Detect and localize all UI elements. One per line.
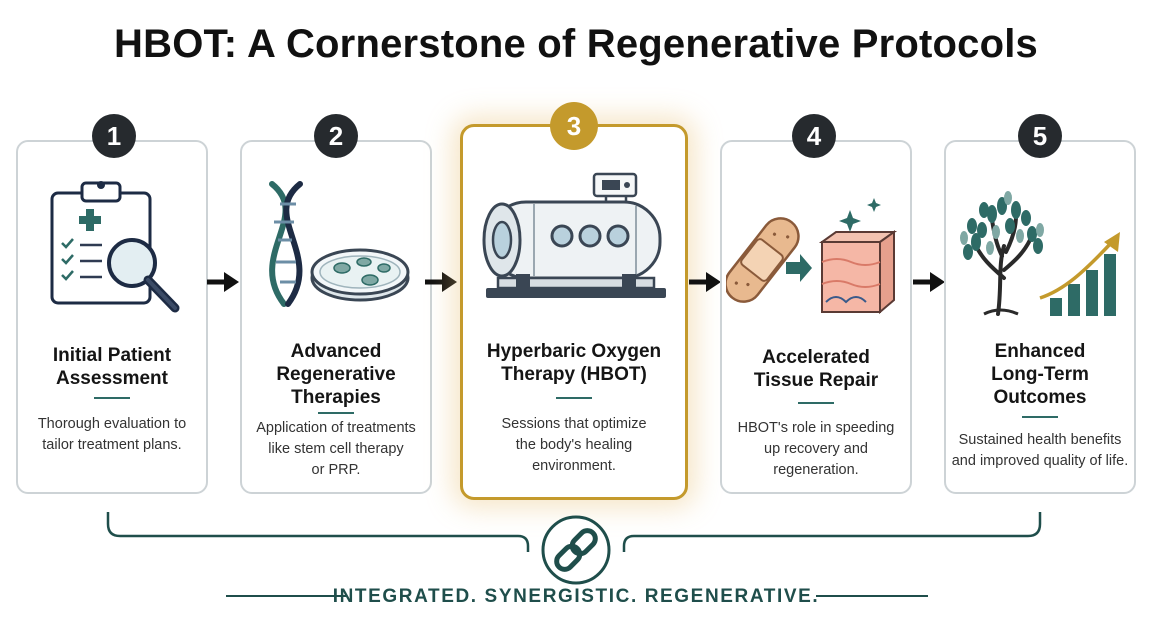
step-title-5: Enhanced Long-Term Outcomes: [946, 340, 1134, 409]
step-badge-5: 5: [1018, 114, 1062, 158]
tagline: INTEGRATED. SYNERGISTIC. REGENERATIVE.: [332, 586, 820, 607]
step-card-5: [944, 140, 1136, 494]
step-title-4: Accelerated Tissue Repair: [722, 346, 910, 392]
step-desc-2-line-3: or PRP.: [311, 462, 361, 478]
step-title-2-line-2: Regenerative: [276, 364, 396, 385]
step-divider-5: [1022, 416, 1058, 418]
step-desc-4-line-2: up recovery and: [764, 441, 868, 457]
step-divider-2: [318, 412, 354, 414]
hyperbaric-chamber-icon: [482, 172, 666, 298]
step-card-3: [460, 124, 688, 500]
step-title-3-line-2: Therapy (HBOT): [501, 364, 647, 385]
step-desc-1-line-1: Thorough evaluation to: [37, 416, 187, 432]
step-title-2-line-3: Therapies: [291, 387, 381, 408]
arrow-right-icon: [207, 272, 239, 292]
step-title-1-line-2: Assessment: [56, 368, 168, 389]
step-badge-3: 3: [550, 102, 598, 150]
arrow-right-icon: [689, 272, 721, 292]
step-desc-2-line-2: like stem cell therapy: [268, 441, 404, 457]
step-desc-5: Sustained health benefits and improved q…: [946, 430, 1134, 472]
tree-growth-chart-icon: [960, 191, 1120, 316]
step-title-1: Initial Patient Assessment: [18, 344, 206, 390]
step-title-3: Hyperbaric Oxygen Therapy (HBOT): [472, 340, 676, 386]
step-desc-5-line-1: Sustained health benefits: [958, 432, 1122, 448]
step-badge-4: 4: [792, 114, 836, 158]
step-title-5-line-3: Outcomes: [993, 387, 1087, 408]
step-desc-4-line-3: regeneration.: [773, 462, 859, 478]
step-desc-3-line-1: Sessions that optimize: [501, 416, 647, 432]
step-badge-1: 1: [92, 114, 136, 158]
step-title-4-line-1: Accelerated: [762, 347, 870, 368]
step-desc-4-line-1: HBOT's role in speeding: [737, 420, 895, 436]
step-title-1-line-1: Initial Patient: [52, 345, 172, 366]
page-title: HBOT: A Cornerstone of Regenerative Prot…: [114, 22, 1038, 66]
step-title-4-line-2: Tissue Repair: [753, 370, 879, 391]
step-desc-2: Application of treatments like stem cell…: [242, 418, 430, 481]
step-desc-3: Sessions that optimize the body's healin…: [472, 414, 676, 477]
step-divider-4: [798, 402, 834, 404]
step-desc-3-line-3: environment.: [532, 458, 616, 474]
step-desc-3-line-2: the body's healing: [515, 437, 633, 453]
step-desc-1-line-2: tailor treatment plans.: [42, 437, 182, 453]
step-divider-3: [556, 397, 592, 399]
chain-link-icon: [541, 515, 611, 585]
integration-bracket: [106, 512, 1042, 597]
step-title-3-line-1: Hyperbaric Oxygen: [486, 341, 662, 362]
step-title-5-line-2: Long-Term: [991, 364, 1089, 385]
step-title-2: Advanced Regenerative Therapies: [242, 340, 430, 409]
clipboard-magnifier-icon: [50, 181, 180, 313]
step-desc-4: HBOT's role in speeding up recovery and …: [722, 418, 910, 481]
step-title-2-line-1: Advanced: [290, 341, 382, 362]
step-divider-1: [94, 397, 130, 399]
step-desc-1: Thorough evaluation to tailor treatment …: [18, 414, 206, 456]
arrow-right-icon: [425, 272, 457, 292]
step-card-4: [720, 140, 912, 494]
bandage-skin-tissue-icon: [726, 198, 898, 315]
step-badge-2: 2: [314, 114, 358, 158]
step-desc-5-line-2: and improved quality of life.: [951, 453, 1129, 469]
step-title-5-line-1: Enhanced: [994, 341, 1086, 362]
dna-petri-dish-icon: [269, 181, 410, 307]
step-desc-2-line-1: Application of treatments: [256, 420, 416, 436]
arrow-right-icon: [913, 272, 945, 292]
